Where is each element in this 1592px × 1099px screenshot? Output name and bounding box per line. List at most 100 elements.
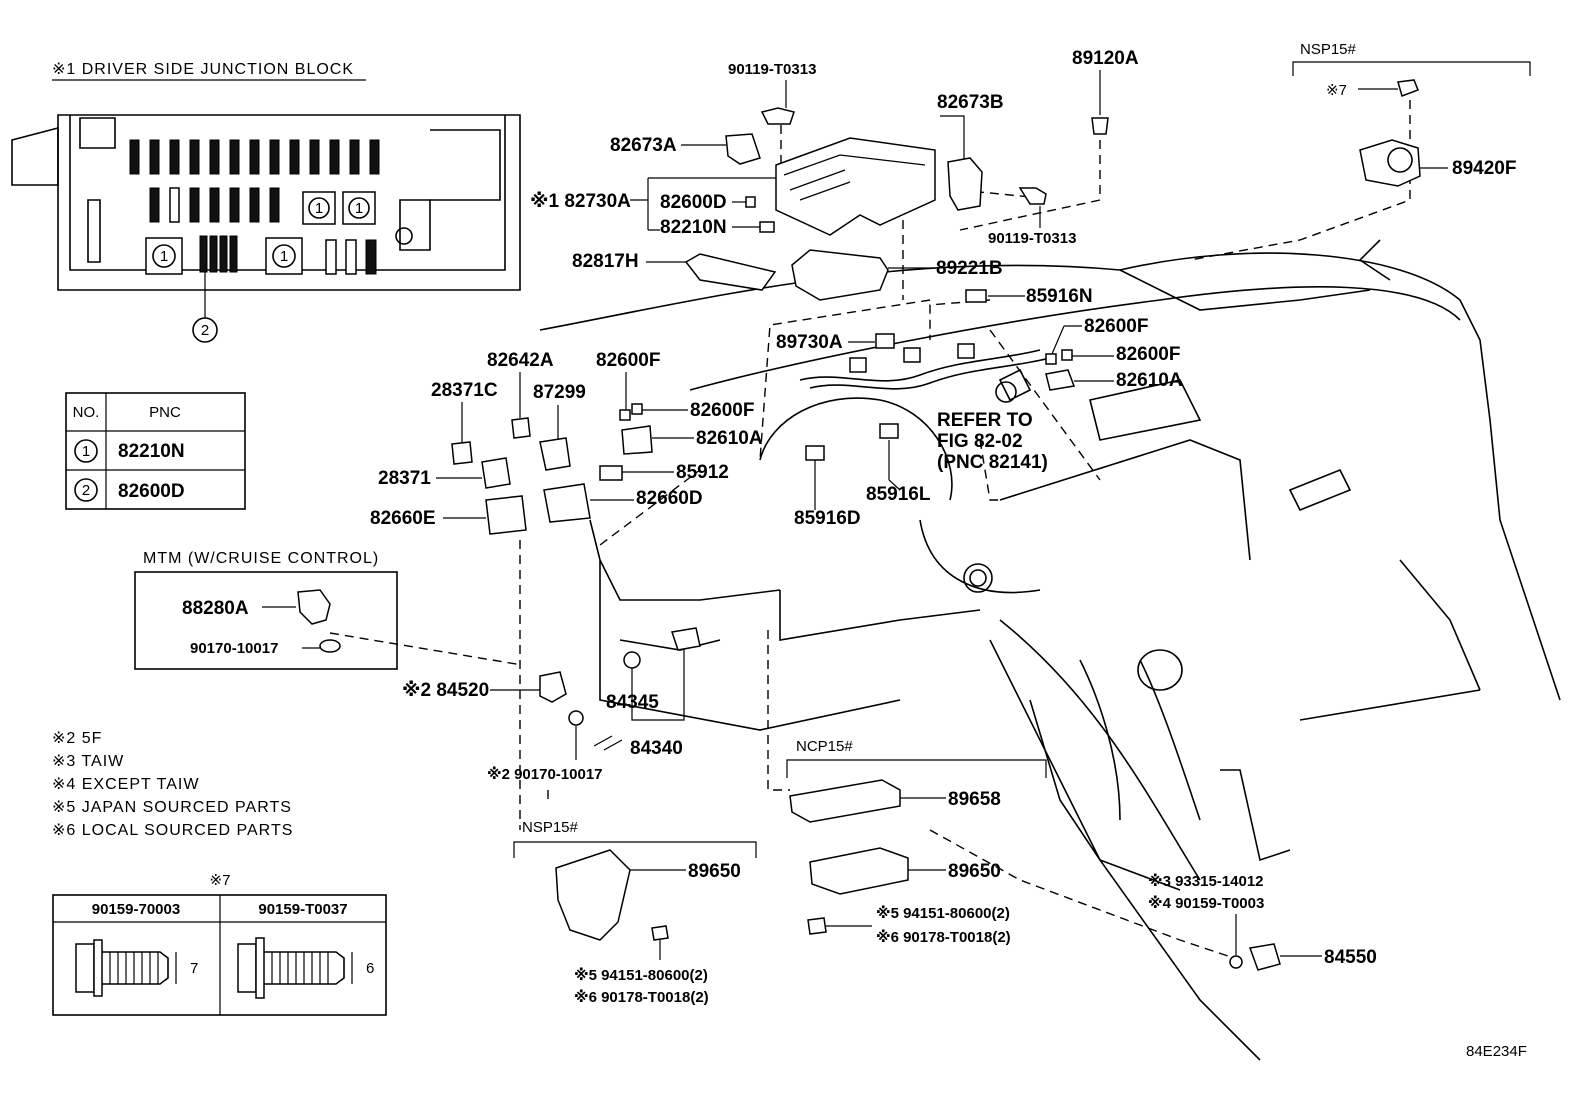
junction-relay-1c-number: 1 [160,248,168,265]
relay-group: 82642A 82600F 28371C 87299 82600F 82610A… [370,350,763,535]
label-28371C: 28371C [431,380,498,401]
mtm-box-title: MTM (W/CRUISE CONTROL) [143,550,379,567]
junction-relay-1b-number: 1 [355,200,363,217]
label-85916L: 85916L [866,484,931,505]
label-82600F-mid-2: 82600F [690,400,754,421]
bolt-dim-1: 7 [190,960,198,977]
sensor-89420F [1359,139,1421,187]
label-88280A: 88280A [182,598,249,619]
junction-block-section: ※1 DRIVER SIDE JUNCTION BLOCK [11,61,521,343]
label-82600F-mid: 82600F [596,350,660,371]
bracket-82673A [725,133,761,165]
callout-2-number: 2 [201,322,209,339]
bolt-drawing-1: 7 [75,939,198,997]
ncp15-group: NCP15# 89658 89650 ※5 94151-80600(2) ※6 … [786,738,1047,946]
note-3: ※3 TAIW [52,753,124,770]
notes-list: ※2 5F ※3 TAIW ※4 EXCEPT TAIW ※5 JAPAN SO… [52,730,293,839]
callout-circle-2 [192,317,218,343]
ecu-assembly-group: 90119-T0313 82673A ※1 82730A 82600D 8221… [530,61,1076,301]
label-89120A: 89120A [1072,48,1139,69]
relay-82660D [543,483,591,523]
instrument-panel-outline [539,239,1561,1061]
label-90159-T0003: ※4 90159-T0003 [1148,894,1264,912]
label-90119-T0313-top: 90119-T0313 [728,61,816,78]
junction-block-drawing: 1 1 1 1 2 [11,114,521,343]
pnc-row-2-pnc: 82600D [118,481,185,502]
label-90170-10017-lower: ※2 90170-10017 [487,765,603,783]
label-82600D: 82600D [660,192,727,213]
switch-84520 [539,671,567,703]
mtm-box: MTM (W/CRUISE CONTROL) 88280A 90170-1001… [134,550,523,670]
label-82210N: 82210N [660,217,727,238]
label-90178-ncp: ※6 90178-T0018(2) [876,928,1011,946]
nsp15-top-group: NSP15# ※7 89420F [1292,41,1531,187]
label-85916D: 85916D [794,508,861,529]
label-87299: 87299 [533,382,586,403]
bracket-89658 [789,779,901,823]
label-89420F: 89420F [1452,158,1516,179]
label-note7-bolt: ※7 [1326,82,1347,99]
module-89650-ncp [809,847,909,895]
label-82660D: 82660D [636,488,703,509]
clip-89120A-group: 89120A [1072,48,1139,135]
cover-82817H [684,253,777,291]
bracket-82673B [947,157,983,211]
dashed-leaders [519,100,1411,961]
label-82600F-right-1: 82600F [1084,316,1148,337]
label-89730A: 89730A [776,332,843,353]
label-84340: 84340 [630,738,683,759]
junction-block-title: ※1 DRIVER SIDE JUNCTION BLOCK [52,61,354,78]
label-89650-ncp: 89650 [948,861,1001,882]
label-90170-10017-mtm: 90170-10017 [190,640,278,657]
nsp15-bottom-label: NSP15# [522,819,579,836]
wiring-connectors-group: 85916N 89730A 82600F 82600F 82610A REFER… [776,286,1183,529]
label-84520: ※2 84520 [402,680,489,701]
pnc-table-header-pnc: PNC [149,404,181,421]
pnc-row-1-no: 1 [82,443,90,460]
label-82673A: 82673A [610,135,677,156]
junction-block-part-82730A [775,137,936,236]
label-89650-nsp: 89650 [688,861,741,882]
fuse-row-middle: 1 1 [149,187,376,225]
label-90119-T0313-right: 90119-T0313 [988,230,1076,247]
relay-82660E [485,495,527,535]
label-82600F-right-2: 82600F [1116,344,1180,365]
label-94151-ncp: ※5 94151-80600(2) [876,904,1010,922]
label-82660E: 82660E [370,508,436,529]
relay-82610A-right [1045,369,1076,391]
sensor-84550 [1248,943,1281,971]
ncp15-label: NCP15# [796,738,853,755]
note-5: ※5 JAPAN SOURCED PARTS [52,799,292,816]
bolt-table-col1: 90159-70003 [92,901,180,918]
bottom-right-parts: ※3 93315-14012 ※4 90159-T0003 84550 [1148,872,1377,971]
label-89658: 89658 [948,789,1001,810]
pnc-row-2-no: 2 [82,482,90,499]
fuse-row-bottom: 1 1 [145,235,377,275]
label-85912: 85912 [676,462,729,483]
note-6: ※6 LOCAL SOURCED PARTS [52,822,293,839]
label-82730A: ※1 82730A [530,191,631,212]
label-85916N: 85916N [1026,286,1093,307]
refer-line-1: REFER TO [937,410,1033,431]
pnc-row-1-pnc: 82210N [118,441,185,462]
bolt-table-title: ※7 [210,872,231,889]
label-82610A-mid: 82610A [696,428,763,449]
junction-relay-1d-number: 1 [280,248,288,265]
label-84550: 84550 [1324,947,1377,968]
relay-82610A-mid [621,425,653,455]
speed-sensor-part [297,589,331,625]
bolt-table: ※7 90159-70003 90159-T0037 7 6 [52,872,387,1016]
figure-code: 84E234F [1466,1043,1527,1060]
bracket-89650-nsp [555,849,631,941]
lower-left-parts: ※2 84520 ※2 90170-10017 84345 84340 [402,627,701,783]
label-84345: 84345 [606,692,659,713]
nsp15-bottom-group: NSP15# 89650 ※5 94151-80600(2) ※6 90178-… [513,819,757,1006]
pnc-table-header-no: NO. [73,404,100,421]
refer-line-3: (PNC 82141) [937,452,1048,473]
bolt-table-col2: 90159-T0037 [258,901,347,918]
label-82610A-right: 82610A [1116,370,1183,391]
pnc-table: NO. PNC 1 82210N 2 82600D [65,392,246,510]
label-93315-14012: ※3 93315-14012 [1148,872,1264,890]
note-2: ※2 5F [52,730,102,747]
